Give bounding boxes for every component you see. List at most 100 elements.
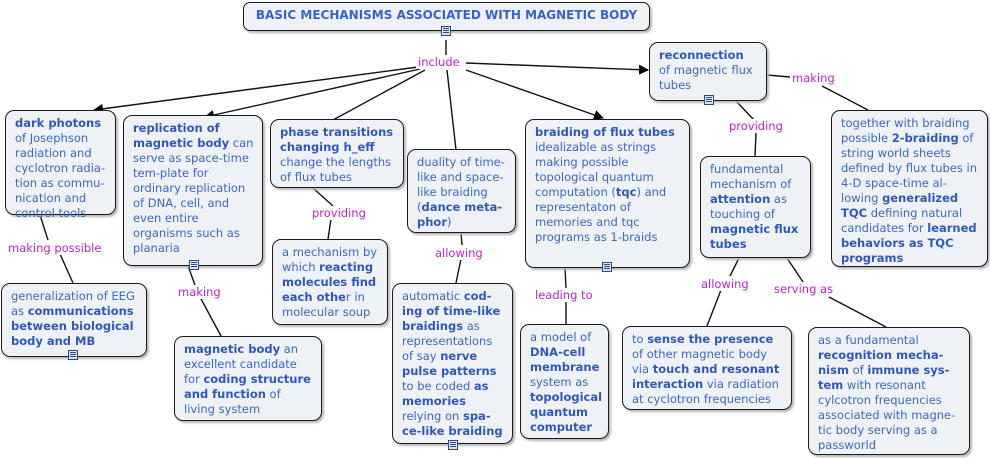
node-text: of magnetic flux tubes [659, 63, 753, 92]
node-text: change the lengths of flux tubes [280, 155, 392, 184]
arrow-to-reconnection [465, 62, 649, 75]
node-text: system as [530, 375, 589, 389]
node-text-bold: tqc [615, 185, 637, 199]
node-sense-presence[interactable]: to sense the presence of other magnetic … [622, 326, 792, 410]
node-text: of other magnetic body via [632, 347, 768, 376]
link-duality-allowing [460, 232, 463, 246]
resource-icon[interactable] [189, 260, 199, 270]
resource-icon[interactable] [68, 350, 78, 360]
node-text: a mechanism by which [282, 245, 378, 274]
node-text: ) and representaton of memories and tqc … [535, 185, 667, 244]
node-reacting-molecules[interactable]: a mechanism by which reacting molecules … [272, 239, 388, 325]
link-allowing-automatic [455, 258, 462, 284]
link-label-providing: providing [727, 119, 785, 133]
node-text-bold: phase transitions changing h_eff [280, 125, 394, 154]
node-text: automatic [402, 289, 464, 303]
node-text-bold: communications between biological body a… [11, 304, 134, 348]
node-text-bold: coding structure and function [184, 372, 311, 401]
resource-icon[interactable] [602, 262, 612, 272]
node-text-bold: touch and resonant interaction [632, 362, 780, 391]
node-text-bold: reconnection [659, 48, 744, 62]
arrow-to-replication [204, 68, 421, 120]
node-dna-cell[interactable]: a model of DNA-cell membrane system as t… [520, 324, 609, 439]
node-text-bold: DNA-cell membrane [530, 345, 600, 374]
node-text-bold: immune sys-tem [818, 363, 950, 392]
node-text: together with braiding possible [841, 116, 970, 145]
node-text-bold: generalized TQC [841, 191, 959, 220]
arrow-to-dark-photons [93, 66, 419, 114]
node-text: can serve as space-time tem-plate for or… [133, 136, 254, 255]
node-text: as a fundamental [818, 333, 919, 347]
link-label-providing: providing [310, 206, 368, 220]
link-providing-fundamental [754, 132, 757, 157]
node-text-bold: recognition mecha-nism [818, 348, 944, 377]
node-text-bold: braiding of flux tubes [535, 125, 675, 139]
node-text-bold: magnetic body [184, 342, 281, 356]
node-braiding[interactable]: braiding of flux tubes idealizable as st… [525, 119, 690, 268]
node-dark-photons[interactable]: dark photons of Josephson radiation and … [5, 110, 116, 220]
node-text-bold: sense the presence [647, 332, 774, 346]
node-duality[interactable]: duality of time-like and space-like brai… [407, 149, 516, 233]
node-text: of living system [184, 387, 281, 416]
node-text-bold: dance meta-phor [417, 200, 503, 229]
node-phase-transitions[interactable]: phase transitions changing h_eff change … [270, 119, 404, 188]
link-making-coding [199, 296, 222, 337]
node-text: to be coded [402, 379, 474, 393]
node-text: of string world sheets defined by flux t… [841, 131, 977, 205]
link-fundamental-allowing [729, 257, 740, 277]
node-two-braiding[interactable]: together with braiding possible 2-braidi… [831, 110, 988, 267]
link-braiding-leading [564, 267, 567, 289]
node-text: with resonant cylcotron frequencies asso… [818, 378, 956, 452]
link-label-making-possible: making possible [6, 241, 104, 255]
link-reconnection-providing [735, 100, 755, 121]
node-text: ) [447, 215, 452, 229]
node-text-bold: 2-braiding [891, 131, 959, 145]
link-phase-providing [312, 187, 334, 207]
node-eeg[interactable]: generalization of EEG as communications … [1, 283, 147, 357]
node-text-bold: nerve pulse patterns [402, 349, 497, 378]
link-label-leading-to: leading to [533, 288, 595, 302]
resource-icon[interactable] [704, 95, 714, 105]
link-to-phase-transitions [332, 69, 426, 121]
node-text: defining natural candidates for [841, 206, 963, 235]
link-providing-reacting [327, 218, 332, 240]
node-text-bold: reacting molecules find each othe [282, 260, 377, 304]
node-text: via radiation at cyclotron frequencies [632, 377, 779, 406]
link-making-two-braiding [821, 85, 869, 111]
node-text: of [848, 363, 868, 377]
resource-icon[interactable] [441, 26, 451, 36]
link-making-possible-eeg [59, 253, 74, 284]
node-recognition[interactable]: as a fundamental recognition mecha-nism … [808, 327, 970, 455]
link-label-making: making [176, 285, 223, 299]
link-label-serving-as: serving as [772, 282, 836, 296]
node-reconnection[interactable]: reconnection of magnetic flux tubes [649, 42, 767, 101]
map-title-text: BASIC MECHANISMS ASSOCIATED WITH MAGNETI… [255, 8, 638, 22]
node-text: to [632, 332, 648, 346]
node-replication[interactable]: replication of magnetic body can serve a… [123, 115, 263, 266]
node-text-bold: magnetic flux tubes [710, 222, 799, 251]
node-automatic-coding[interactable]: automatic cod-ing of time-like braidings… [392, 283, 513, 444]
node-coding[interactable]: magnetic body an excellent candidate for… [174, 336, 322, 421]
arrow-to-braiding [465, 69, 604, 120]
node-text: relying on [402, 409, 463, 423]
node-fundamental-mechanism[interactable]: fundamental mechanism of attention as to… [700, 156, 811, 258]
node-text: an excellent candidate for [184, 342, 299, 386]
node-text-bold: spa-ce-like braiding [402, 409, 503, 438]
node-text: as touching of [710, 192, 787, 221]
node-text: fundamental mechanism of [710, 162, 792, 191]
node-text: idealizable as strings making possible t… [535, 140, 657, 199]
node-text-bold: dark photons [15, 116, 102, 130]
link-label-making: making [790, 71, 837, 85]
node-text-bold: cod-ing of time-like braidings [402, 289, 501, 333]
node-text-bold: replication of magnetic body [133, 121, 230, 150]
link-fundamental-serving [786, 257, 804, 283]
node-text: r in molecular soup [282, 290, 371, 319]
node-text-bold: topological quantum computer [530, 390, 603, 434]
resource-icon[interactable] [448, 440, 458, 450]
node-text: generalization of EEG as [11, 289, 135, 318]
link-reconnection-making [766, 74, 791, 78]
link-dark-making-possible [39, 214, 49, 241]
link-to-duality [446, 69, 457, 151]
node-text-bold: learned behaviors as TQC programs [841, 221, 977, 265]
